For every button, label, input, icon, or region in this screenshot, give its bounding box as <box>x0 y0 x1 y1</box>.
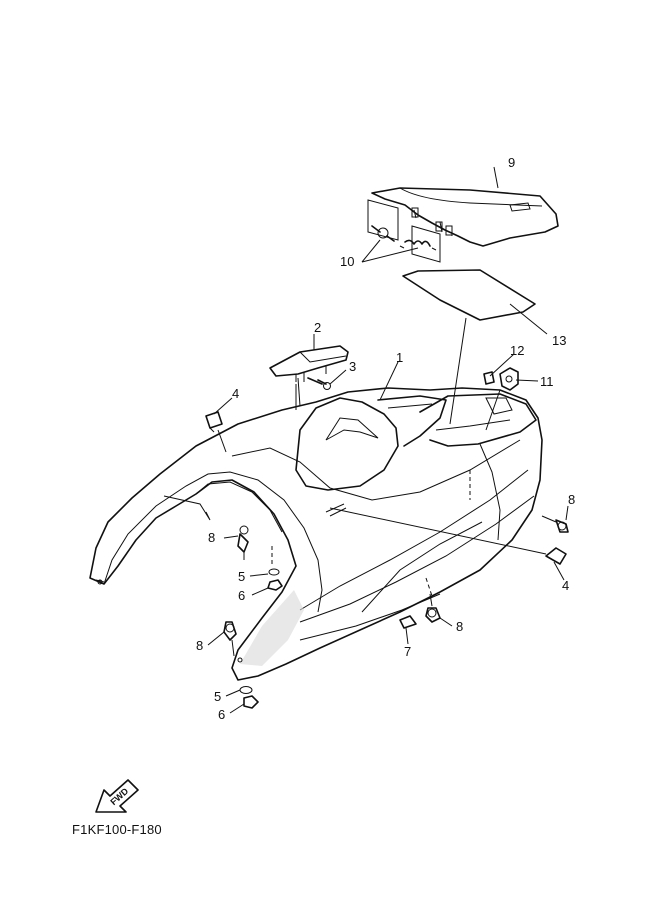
callout-2: 2 <box>314 320 321 335</box>
callout-8-lower-right: 8 <box>456 619 463 634</box>
fwd-label: FWD <box>108 786 130 807</box>
callout-4-right: 4 <box>562 578 569 593</box>
callout-13: 13 <box>552 333 566 348</box>
part-8-bolt-lower-left[interactable] <box>223 621 237 657</box>
part-6-nut-lower[interactable] <box>243 695 259 709</box>
part-6-nut-upper[interactable] <box>267 579 283 591</box>
callout-4-left: 4 <box>232 386 239 401</box>
part-4-clip-right[interactable] <box>545 547 567 565</box>
callout-8-upper-left: 8 <box>208 530 215 545</box>
callout-5-lower: 5 <box>214 689 221 704</box>
callout-12: 12 <box>510 343 524 358</box>
part-4-clip-left[interactable] <box>205 411 223 433</box>
callout-8-lower-left: 8 <box>196 638 203 653</box>
callout-3: 3 <box>349 359 356 374</box>
part-11-latch[interactable] <box>499 367 519 391</box>
callout-9: 9 <box>508 155 515 170</box>
reference-code: F1KF100-F180 <box>72 822 162 837</box>
part-1-deck-body[interactable] <box>89 387 543 681</box>
part-10-hinge-springs[interactable] <box>367 199 441 263</box>
part-5-washer-lower[interactable] <box>239 686 253 694</box>
callout-6-lower: 6 <box>218 707 225 722</box>
part-9-seat-cover[interactable] <box>371 187 559 247</box>
callout-10: 10 <box>340 254 354 269</box>
callout-11: 11 <box>540 374 554 389</box>
part-2-grab-handle[interactable] <box>269 345 349 407</box>
callout-6-upper: 6 <box>238 588 245 603</box>
part-8-bolt-upper-left[interactable] <box>237 525 249 560</box>
callout-labels: 9 10 13 2 3 1 12 11 4 8 8 5 6 4 8 8 7 5 … <box>196 155 575 722</box>
part-8-bolt-right[interactable] <box>541 515 569 533</box>
fwd-arrow-icon: FWD <box>95 779 139 813</box>
callout-5-upper: 5 <box>238 569 245 584</box>
part-7-bracket[interactable] <box>399 615 417 629</box>
part-3-bolt[interactable] <box>307 377 331 390</box>
part-5-washer-upper[interactable] <box>268 568 280 576</box>
part-8-bolt-lower-right[interactable] <box>425 593 441 623</box>
part-12-cap[interactable] <box>483 371 495 385</box>
leader-lines <box>207 166 569 714</box>
callout-8-right: 8 <box>568 492 575 507</box>
part-13-mat[interactable] <box>402 269 536 321</box>
callout-1: 1 <box>396 350 403 365</box>
callout-7: 7 <box>404 644 411 659</box>
